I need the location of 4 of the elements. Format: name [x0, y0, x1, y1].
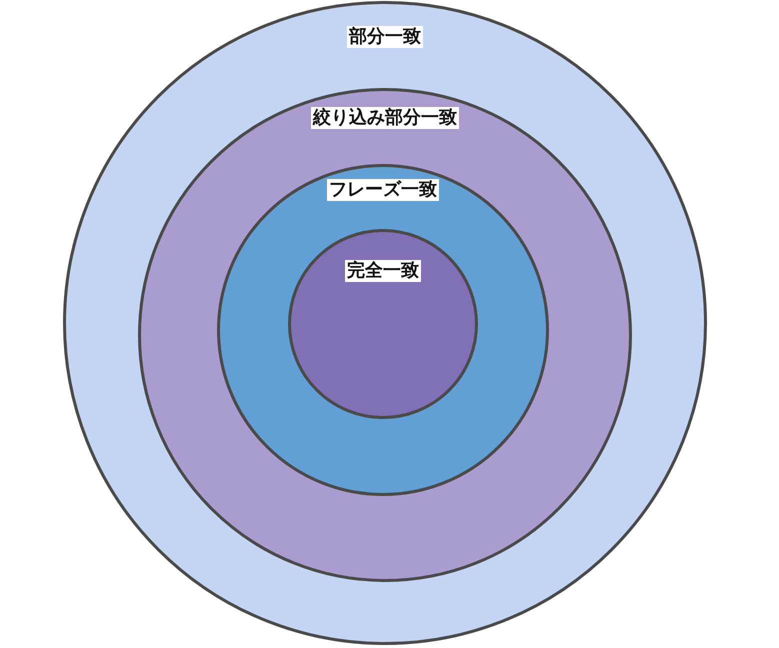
- region-label: 絞り込み部分一致: [311, 107, 459, 129]
- region-label: 完全一致: [345, 260, 421, 282]
- region-label: フレーズ一致: [327, 179, 439, 201]
- region-label: 部分一致: [347, 26, 423, 48]
